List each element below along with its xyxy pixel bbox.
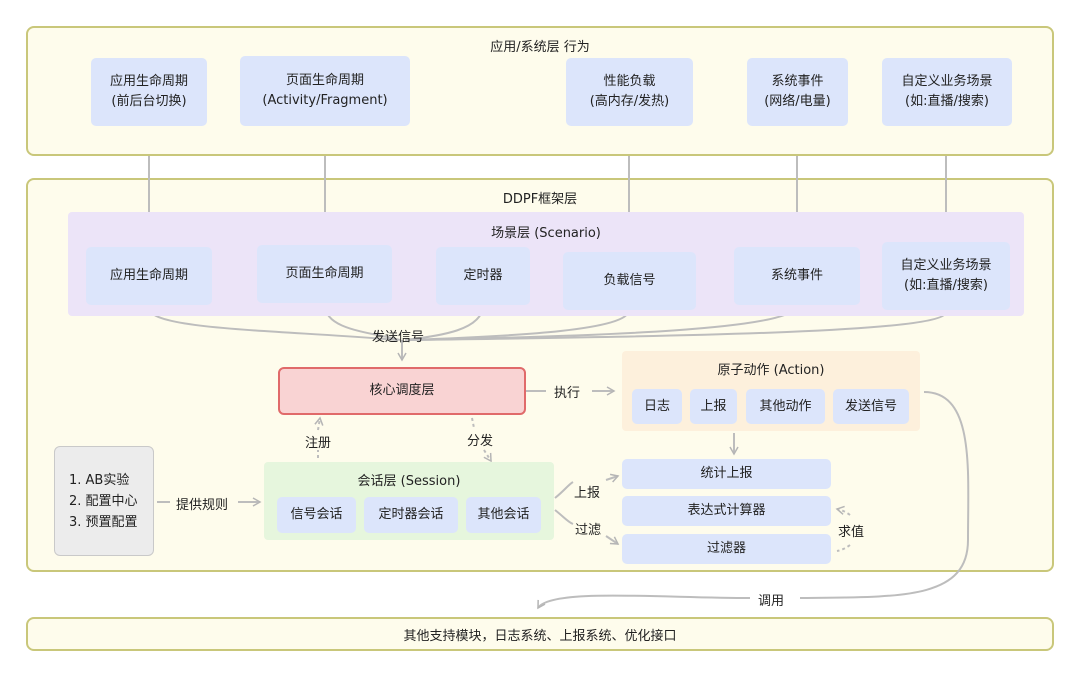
scenario-app-lifecycle: 应用生命周期 — [86, 247, 212, 305]
session-signal: 信号会话 — [277, 497, 356, 533]
perf-load-box: 性能负载 (高内存/发热) — [566, 58, 693, 126]
system-event-box: 系统事件 (网络/电量) — [747, 58, 848, 126]
arrow-evaluate — [835, 505, 851, 516]
provide-rules-label: 提供规则 — [176, 498, 229, 513]
scenario-page-lifecycle: 页面生命周期 — [257, 245, 392, 303]
scenario-load-signal: 负载信号 — [563, 252, 696, 310]
arrow-dispatch-2 — [483, 449, 492, 463]
core-scheduler-box: 核心调度层 — [278, 367, 526, 415]
custom-scene-box: 自定义业务场景 (如:直播/搜索) — [882, 58, 1012, 126]
action-title: 原子动作 (Action) — [717, 363, 825, 378]
arrow-register-2 — [314, 416, 324, 431]
filter-label: 过滤 — [575, 523, 602, 538]
scenario-title: 场景层 (Scenario) — [491, 226, 601, 241]
arrow-call-2 — [537, 594, 751, 610]
action-send-signal: 发送信号 — [833, 389, 909, 424]
session-timer: 定时器会话 — [364, 497, 458, 533]
page-lifecycle-box: 页面生命周期 (Activity/Fragment) — [240, 56, 410, 126]
filter-box: 过滤器 — [622, 534, 831, 564]
arrow-call — [799, 391, 970, 599]
action-report: 上报 — [690, 389, 737, 424]
arrow-filter-2 — [605, 535, 620, 545]
report-label: 上报 — [574, 486, 601, 501]
scenario-system-event: 系统事件 — [734, 247, 860, 305]
call-label: 调用 — [756, 590, 787, 609]
stats-report-box: 统计上报 — [622, 459, 831, 489]
scenario-timer: 定时器 — [436, 247, 530, 305]
expression-calculator-box: 表达式计算器 — [622, 496, 831, 526]
converge-6 — [411, 311, 947, 341]
app-layer-title: 应用/系统层 行为 — [490, 40, 590, 55]
send-signal-label: 发送信号 — [372, 330, 425, 345]
scenario-layer: 场景层 (Scenario) — [68, 212, 1024, 316]
session-other: 其他会话 — [466, 497, 541, 533]
arrow-evaluate-2 — [836, 544, 851, 552]
arrow-report — [554, 481, 574, 499]
arrow-dispatch — [471, 417, 475, 429]
evaluate-label: 求值 — [838, 525, 865, 540]
rules-source-box: 1. AB实验 2. 配置中心 3. 预置配置 — [54, 446, 154, 556]
execute-label: 执行 — [554, 386, 581, 401]
action-other: 其他动作 — [746, 389, 825, 424]
dispatch-label: 分发 — [467, 434, 494, 449]
app-lifecycle-box: 应用生命周期 (前后台切换) — [91, 58, 207, 126]
arrow-filter — [554, 509, 574, 525]
scenario-custom-scene: 自定义业务场景 (如:直播/搜索) — [882, 242, 1010, 310]
action-log: 日志 — [632, 389, 682, 424]
session-title: 会话层 (Session) — [357, 474, 461, 489]
support-modules-bar: 其他支持模块，日志系统、上报系统、优化接口 — [26, 617, 1054, 651]
arrow-report-2 — [605, 473, 620, 483]
register-label: 注册 — [305, 436, 332, 451]
